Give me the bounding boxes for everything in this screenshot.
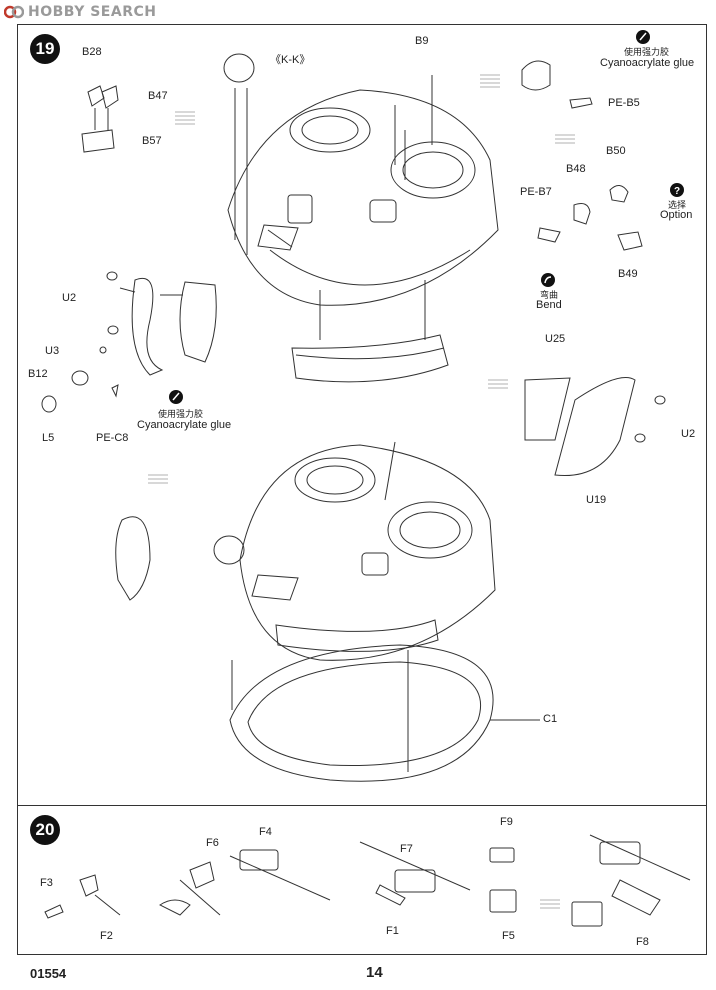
label-f3: F3 <box>40 877 53 889</box>
upper-turret <box>227 89 499 306</box>
lower-turret <box>239 444 496 661</box>
label-b12: B12 <box>28 368 48 380</box>
label-pec8: PE-C8 <box>96 432 129 444</box>
label-l5: L5 <box>42 432 55 444</box>
u25-box <box>524 377 571 441</box>
rear-bustle <box>291 334 449 383</box>
label-u25: U25 <box>545 333 566 345</box>
bend-note-en: Bend <box>536 299 562 311</box>
left-storage-box <box>131 278 164 376</box>
label-f2: F2 <box>100 930 113 942</box>
label-c1: C1 <box>543 713 558 725</box>
peb5-part <box>521 60 551 91</box>
glue-note-en-right: Cyanoacrylate glue <box>600 57 695 69</box>
page-number: 14 <box>366 964 383 981</box>
step-19-badge: 19 <box>30 34 60 64</box>
question-icon: ? <box>670 183 684 197</box>
searchlight-part <box>223 53 255 83</box>
label-u19: U19 <box>586 494 607 506</box>
label-f1: F1 <box>386 925 399 937</box>
label-b47: B47 <box>148 90 168 102</box>
upper-hatch <box>390 141 476 199</box>
label-b57: B57 <box>142 135 162 147</box>
b57-plate <box>81 129 115 153</box>
f7-mg <box>359 841 471 891</box>
step-20-badge: 20 <box>30 815 60 845</box>
kit-number: 01554 <box>30 966 67 981</box>
svg-text:?: ? <box>674 186 680 197</box>
label-b49: B49 <box>618 268 638 280</box>
u19-box <box>554 377 636 477</box>
label-u2-right: U2 <box>681 428 696 440</box>
label-b50: B50 <box>606 145 626 157</box>
watermark: HOBBY SEARCH <box>4 2 156 22</box>
step-20-panel <box>17 804 707 955</box>
label-f5: F5 <box>502 930 515 942</box>
label-b9: B9 <box>415 35 429 47</box>
label-u3: U3 <box>45 345 60 357</box>
label-u2-left: U2 <box>62 292 77 304</box>
label-peb5: PE-B5 <box>608 97 640 109</box>
bend-note-cn: 弯曲 <box>540 290 559 300</box>
left-box-lower <box>115 516 151 601</box>
step-19-panel <box>17 24 707 806</box>
glue-icon <box>636 30 650 44</box>
watermark-logo-icon <box>4 5 24 19</box>
label-f4: F4 <box>259 826 272 838</box>
label-f6: F6 <box>206 837 219 849</box>
f4-mg <box>229 855 331 901</box>
option-note-en: Option <box>660 209 693 221</box>
label-kk: 《K-K》 <box>270 54 311 66</box>
glue-icon <box>169 390 183 404</box>
label-peb7: PE-B7 <box>520 186 552 198</box>
glue-note-en-left: Cyanoacrylate glue <box>137 419 232 431</box>
label-f7: F7 <box>400 843 413 855</box>
label-f8: F8 <box>636 936 649 948</box>
label-b48: B48 <box>566 163 586 175</box>
option-note-cn: 选择 <box>668 200 687 210</box>
bend-icon <box>541 273 555 287</box>
glue-note-cn-left: 使用强力胶 <box>158 409 204 419</box>
label-b28: B28 <box>82 46 102 58</box>
b49-part <box>617 231 643 251</box>
watermark-text: HOBBY SEARCH <box>28 4 157 20</box>
label-f9: F9 <box>500 816 513 828</box>
glue-note-cn-right: 使用强力胶 <box>624 47 670 57</box>
turret-ring-c1 <box>229 644 494 782</box>
